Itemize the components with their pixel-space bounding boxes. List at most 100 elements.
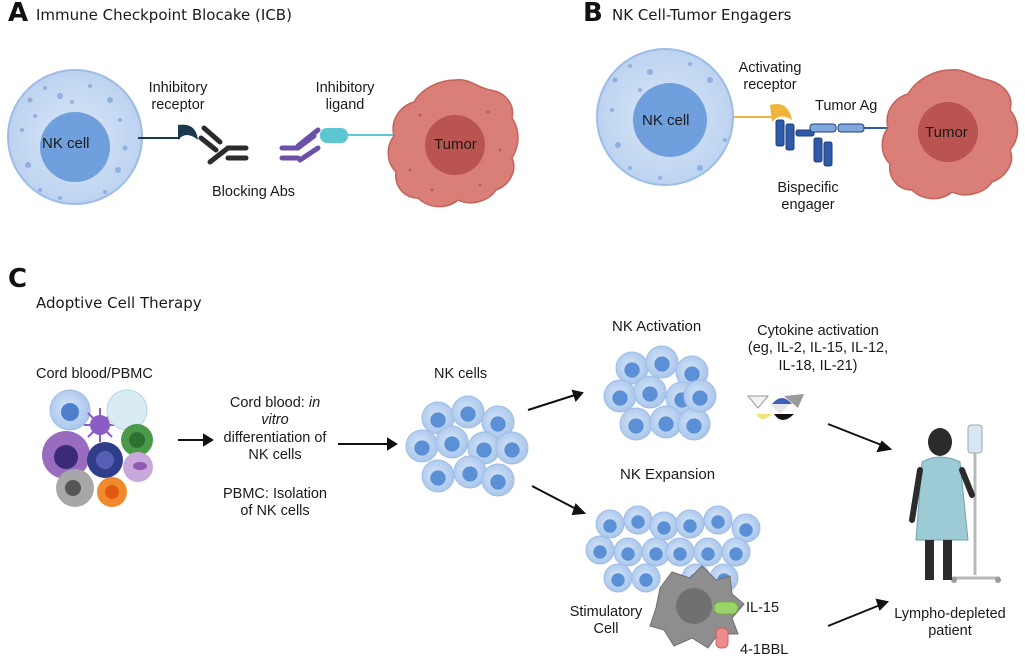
bispecific-line2: engager: [781, 197, 835, 214]
nk-cells-cluster: [405, 395, 529, 497]
nk-cell-nucleus: [612, 390, 628, 406]
activating-receptor-shape: [770, 104, 792, 122]
nk-cell-nucleus: [593, 545, 607, 559]
activating-receptor-line1: Activating: [738, 60, 802, 76]
inhibitory-receptor-line1: Inhibitory: [148, 80, 208, 96]
nk-cell-nucleus: [631, 515, 645, 529]
stimulatory-cell-label: Stimulatory Cell: [566, 604, 646, 639]
pbmc-line1: PBMC: Isolation: [223, 486, 327, 502]
panel-c-title: Adoptive Cell Therapy: [36, 294, 202, 312]
panel-b-title: NK Cell-Tumor Engagers: [612, 6, 792, 24]
panel-a-nk-cell: [7, 69, 143, 205]
inhibitory-ligand-shape: [320, 128, 348, 143]
tumor-ag-label: Tumor Ag: [815, 98, 878, 114]
blocking-antibody-purple: [279, 127, 321, 163]
cord-blood-italic-in: in: [308, 395, 321, 411]
cytokine-line2: (eg, IL-2, IL-15, IL-12,: [747, 340, 889, 357]
nk-cell-nucleus: [444, 436, 460, 452]
nk-cell-nucleus: [490, 474, 506, 490]
nk-expansion-label: NK Expansion: [620, 466, 716, 483]
nk-cell-nucleus: [649, 547, 663, 561]
panel-c-letter: C: [8, 264, 28, 294]
inhibitory-ligand-label: Inhibitory ligand: [300, 80, 390, 115]
nk-expansion-cluster: [585, 505, 761, 593]
blocking-abs-label: Blocking Abs: [212, 184, 296, 200]
nk-cell-nucleus: [658, 416, 674, 432]
panel-a-tumor-label: Tumor: [434, 136, 477, 153]
nk-cell-nucleus: [628, 418, 644, 434]
nk-cell-nucleus: [673, 547, 687, 561]
nk-cell-nucleus: [611, 573, 625, 587]
bbl-shape: [715, 627, 729, 649]
panel-b-tumor: [881, 69, 1019, 200]
cord-blood-cell-cluster: [42, 389, 153, 507]
cord-blood-description: Cord blood: in vitro differentiation of …: [215, 395, 335, 465]
bispecific-engager-shape: [775, 119, 865, 167]
nk-cell-nucleus: [701, 547, 715, 561]
cytokine-line3: IL-18, IL-21): [778, 357, 858, 374]
nk-cell-nucleus: [683, 519, 697, 533]
cord-blood-italic-vitro: vitro: [261, 412, 289, 429]
nk-cell-nucleus: [686, 418, 702, 434]
bbl-label: 4-1BBL: [740, 642, 789, 658]
il15-label: IL-15: [746, 600, 780, 616]
panel-b-letter: B: [583, 0, 603, 28]
bispecific-line1: Bispecific: [777, 180, 839, 196]
cord-blood-prefix: Cord blood:: [229, 395, 309, 411]
cytokine-line1: Cytokine activation: [757, 323, 879, 339]
inhibitory-ligand-line1: Inhibitory: [315, 80, 375, 96]
flow-arrows: [178, 389, 893, 627]
patient-figure: [909, 424, 1001, 583]
patient-line2: patient: [928, 623, 972, 640]
nk-cells-label: NK cells: [434, 366, 488, 382]
nk-activation-label: NK Activation: [612, 318, 702, 335]
blocking-antibody-dark: [198, 125, 249, 165]
panel-b-nk-cell-label: NK cell: [642, 112, 690, 129]
nk-cell-nucleus: [729, 547, 743, 561]
cord-blood-pbmc-label: Cord blood/PBMC: [36, 366, 153, 382]
patient-label: Lympho-depleted patient: [880, 606, 1020, 641]
nk-cell-nucleus: [642, 386, 658, 402]
panel-b-tumor-label: Tumor: [925, 124, 968, 141]
activating-receptor-line2: receptor: [743, 77, 797, 94]
inhibitory-receptor-shape: [178, 124, 198, 140]
nk-cell-nucleus: [490, 416, 506, 432]
stimulatory-line1: Stimulatory: [569, 604, 643, 620]
il15-shape: [713, 601, 739, 615]
nk-activation-cluster: [603, 345, 717, 441]
stimulatory-line2: Cell: [593, 621, 619, 638]
pbmc-description: PBMC: Isolation of NK cells: [215, 486, 335, 521]
nk-cell-nucleus: [460, 406, 476, 422]
nk-cell-nucleus: [711, 515, 725, 529]
nk-cell-nucleus: [624, 362, 640, 378]
nk-cell-nucleus: [603, 519, 617, 533]
stimulatory-cell: [649, 565, 745, 649]
nk-cell-nucleus: [430, 412, 446, 428]
nk-cell-nucleus: [739, 523, 753, 537]
inhibitory-receptor-line2: receptor: [151, 97, 205, 114]
cord-blood-line4: NK cells: [248, 447, 302, 464]
nk-cell-nucleus: [621, 547, 635, 561]
cytokine-shapes: [746, 394, 804, 420]
panel-a-title: Immune Checkpoint Blocake (ICB): [36, 6, 292, 24]
cord-blood-line2: vitro: [215, 412, 335, 429]
cytokine-activation-label: Cytokine activation (eg, IL-2, IL-15, IL…: [728, 323, 908, 375]
inhibitory-receptor-label: Inhibitory receptor: [133, 80, 223, 115]
nk-cell-nucleus: [654, 356, 670, 372]
nk-cell-nucleus: [692, 390, 708, 406]
nk-cell-nucleus: [504, 442, 520, 458]
activating-receptor-label: Activating receptor: [728, 60, 812, 95]
bispecific-engager-label: Bispecific engager: [768, 180, 848, 215]
nk-cell-nucleus: [684, 366, 700, 382]
nk-cell-nucleus: [657, 521, 671, 535]
cord-blood-line3: differentiation of: [223, 429, 327, 446]
nk-cell-nucleus: [430, 470, 446, 486]
panel-a-tumor: [387, 79, 519, 208]
nk-cell-nucleus: [639, 573, 653, 587]
nk-cell-nucleus: [476, 442, 492, 458]
patient-line1: Lympho-depleted: [894, 606, 1006, 622]
nk-cell-nucleus: [414, 440, 430, 456]
pbmc-line2: of NK cells: [240, 503, 310, 520]
panel-a-letter: A: [8, 0, 29, 28]
